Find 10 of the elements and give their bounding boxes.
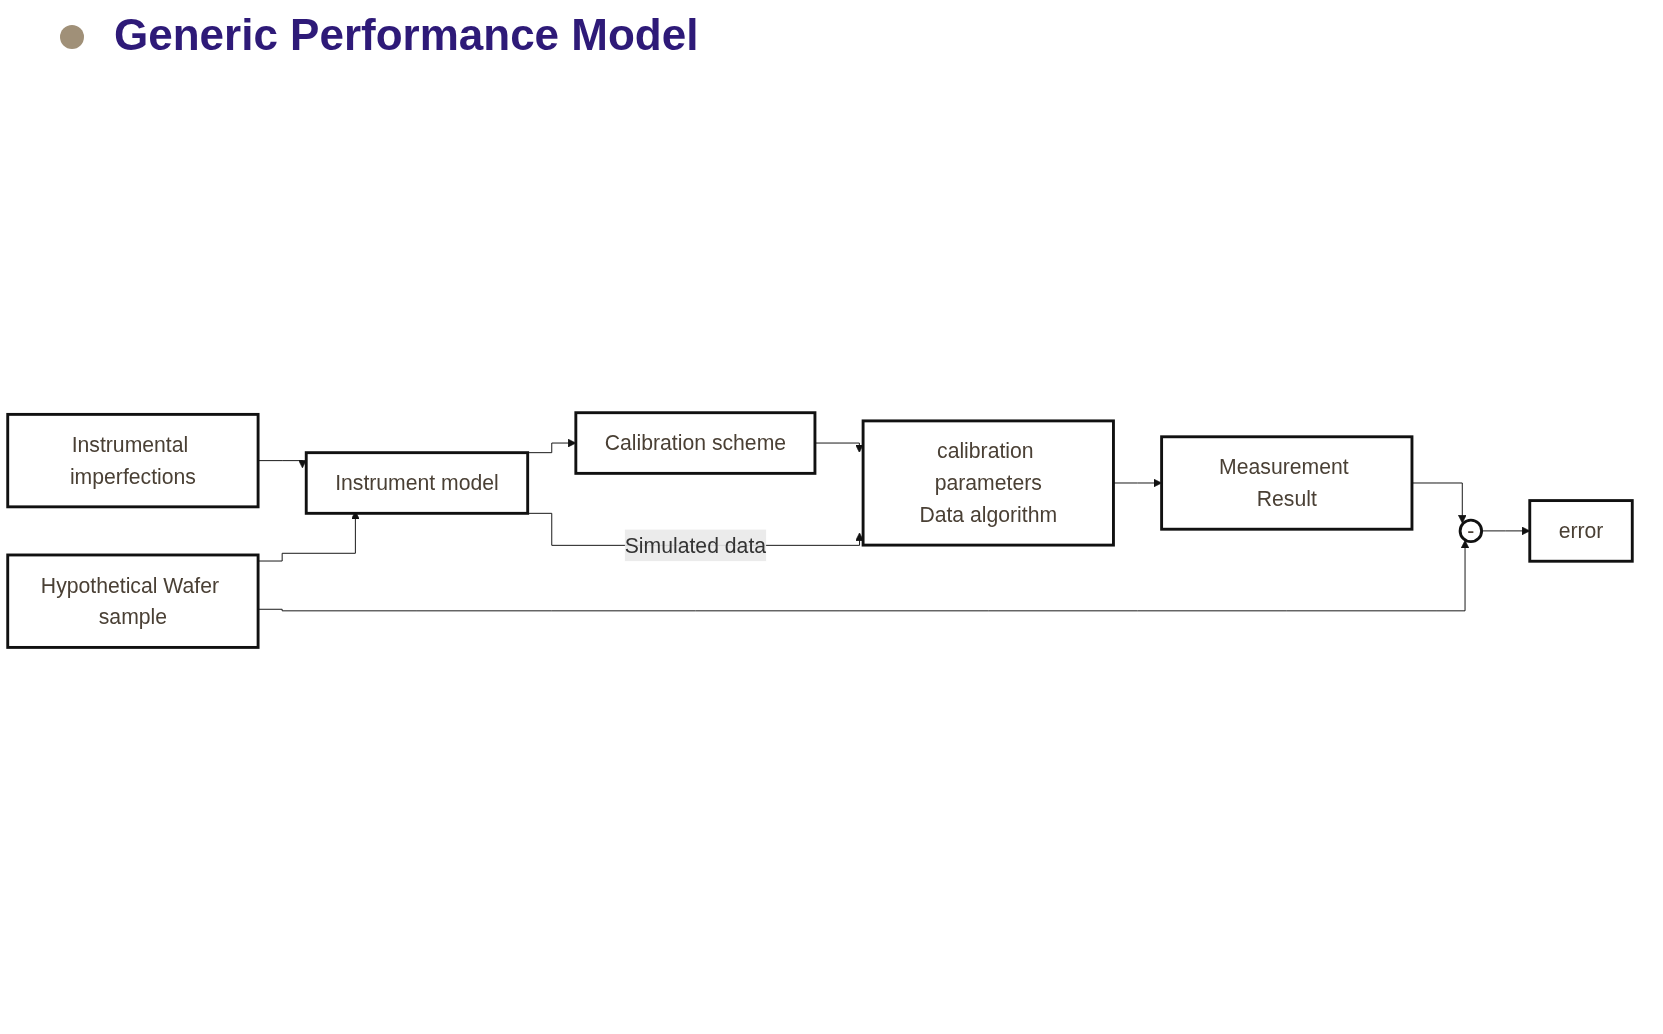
edge-label: Simulated data: [624, 533, 767, 558]
title: Generic Performance Model: [114, 10, 699, 60]
node-circle: -: [1458, 518, 1484, 544]
node-box: Measurement Result: [1160, 435, 1414, 531]
node-box: Calibration scheme: [574, 411, 817, 475]
node-box: error: [1528, 499, 1634, 563]
node-box: Instrumental imperfections: [6, 412, 260, 509]
node-box: Instrument model: [304, 451, 530, 515]
node-box: Hypothetical Wafer sample: [6, 553, 260, 649]
node-box: calibration parameters Data algorithm: [861, 419, 1115, 547]
